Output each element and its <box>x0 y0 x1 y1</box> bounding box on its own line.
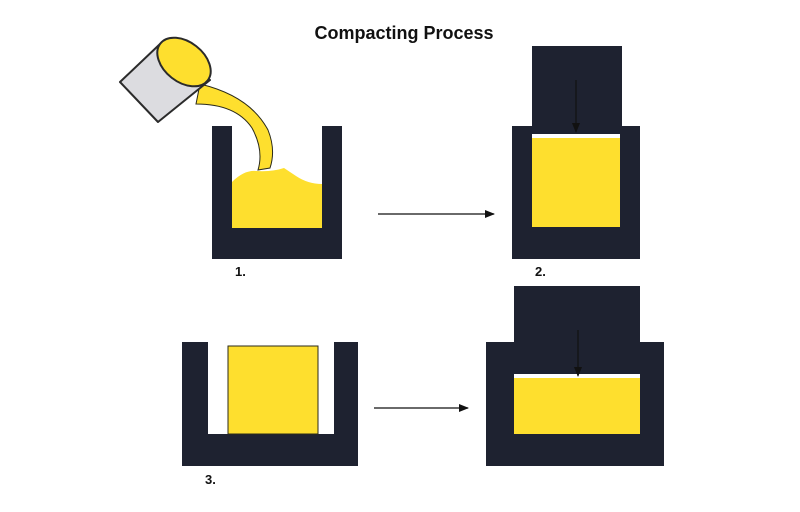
step-label-1: 1. <box>235 264 246 279</box>
step-1-pouring: 1. <box>119 36 342 279</box>
die-2 <box>512 126 640 259</box>
powder-fill-1 <box>232 168 322 228</box>
upper-punch-4 <box>514 286 640 374</box>
bucket-rim <box>156 36 212 88</box>
powder-fill-4 <box>514 378 640 434</box>
step-2-punch-down: 2. <box>512 46 640 279</box>
die-4 <box>486 342 664 466</box>
powder-fill-2 <box>532 138 620 227</box>
step-4-compressed <box>486 286 664 466</box>
diagram-title: Compacting Process <box>314 23 493 43</box>
upper-punch-2 <box>532 46 622 134</box>
step-label-3: 3. <box>205 472 216 487</box>
die-1 <box>212 126 342 259</box>
powder-stream <box>195 83 274 171</box>
die-3 <box>182 342 358 466</box>
step-3-ejected-compact: 3. <box>182 342 358 487</box>
compact-part <box>227 345 319 435</box>
bucket-body <box>119 43 211 123</box>
pouring-bucket <box>119 36 212 123</box>
step-label-2: 2. <box>535 264 546 279</box>
